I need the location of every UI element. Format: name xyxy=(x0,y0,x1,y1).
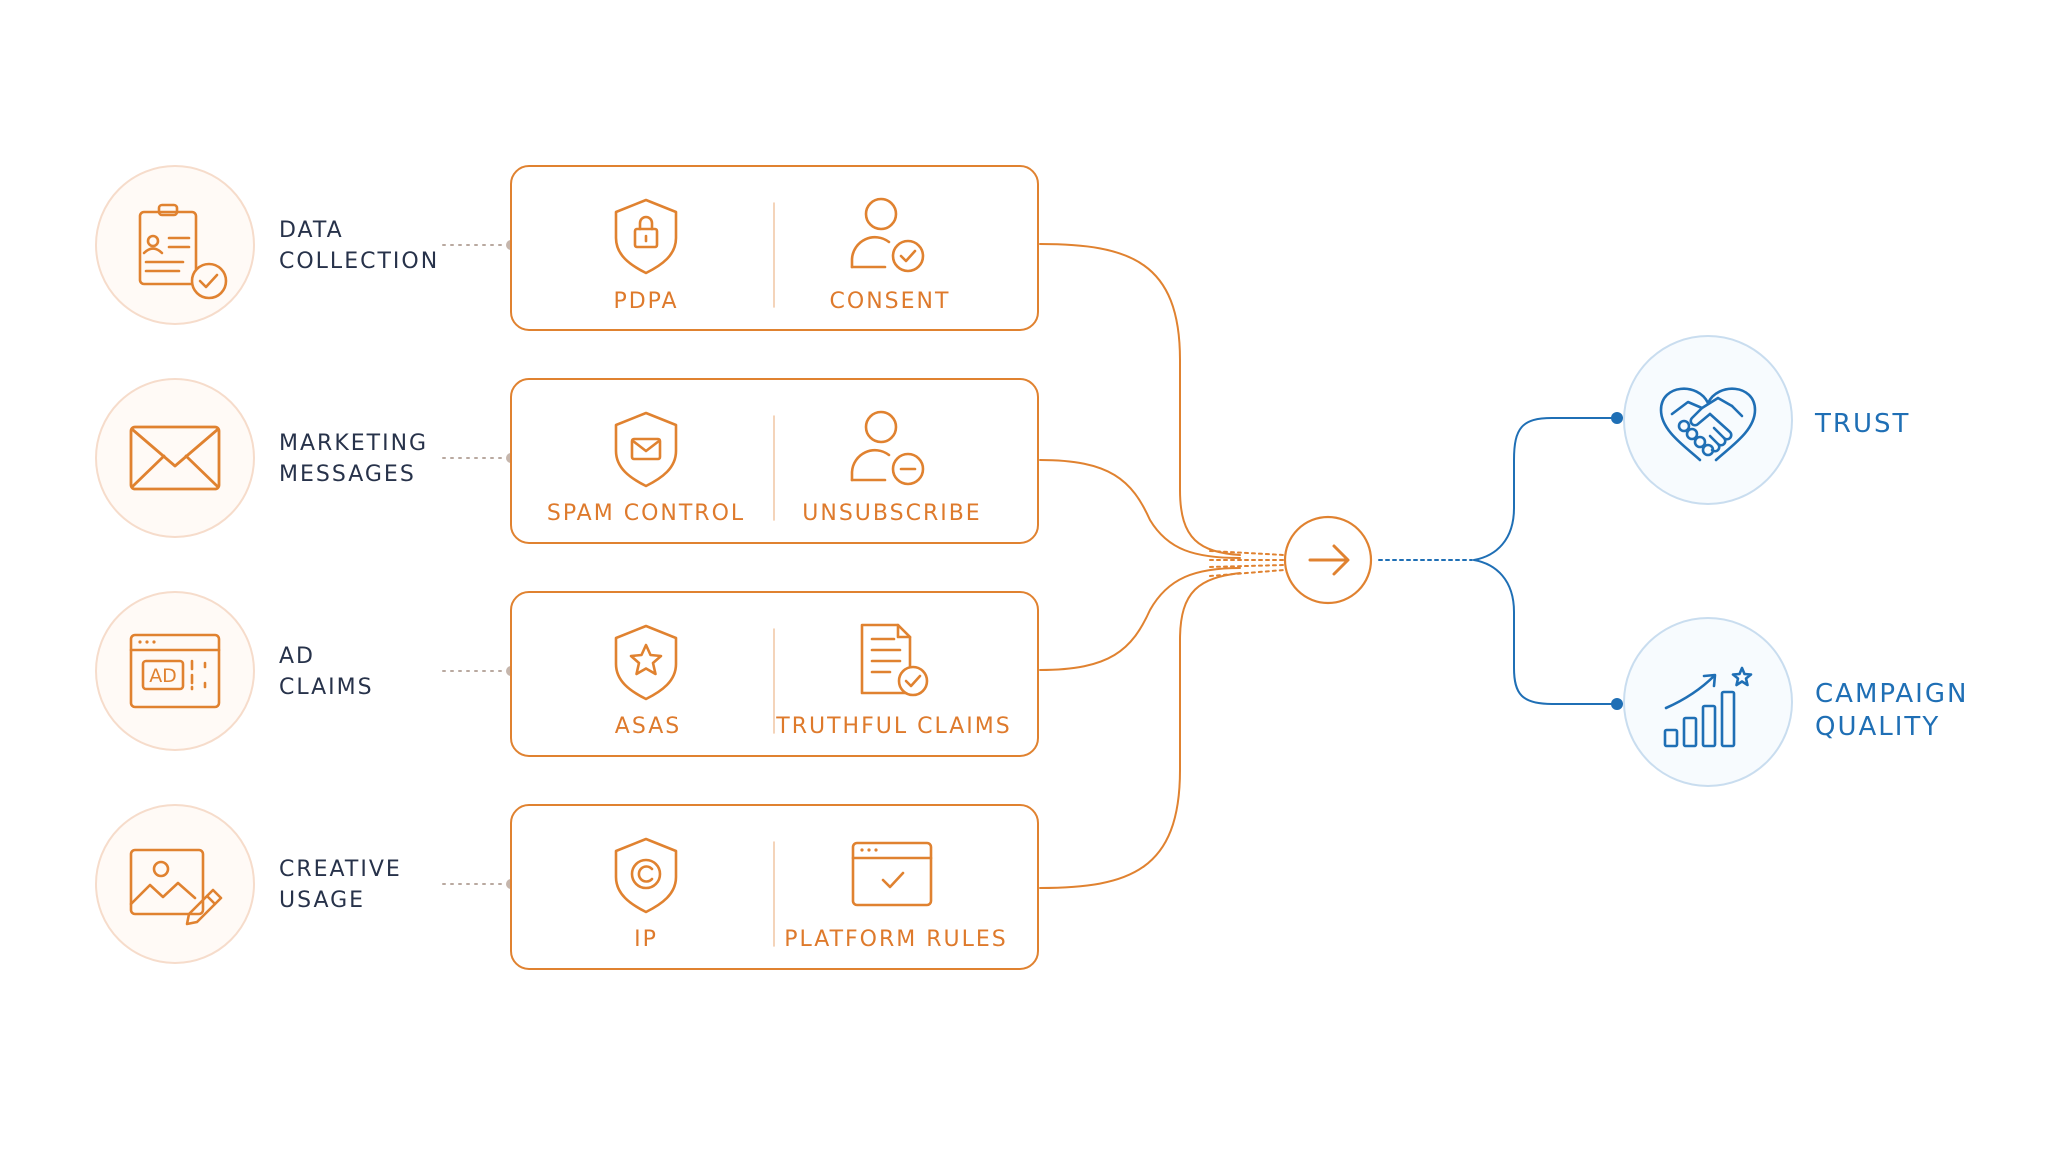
rule-label: ASAS xyxy=(615,714,681,739)
shield-copyright-icon xyxy=(614,837,678,914)
label-to-box-connectors xyxy=(442,244,506,885)
merge-curve xyxy=(1039,243,1241,556)
category-circle xyxy=(95,378,255,538)
branch-curve xyxy=(1473,559,1613,705)
outcome-label-line1: TRUST xyxy=(1814,409,1910,439)
branch-curve xyxy=(1473,417,1613,561)
shield-star-icon xyxy=(614,624,678,701)
category-label-line2: CLAIMS xyxy=(279,675,374,700)
clipboard-profile-check-icon xyxy=(138,203,228,300)
rule-label: SPAM CONTROL xyxy=(547,501,745,526)
rule-label: CONSENT xyxy=(830,289,951,314)
merge-dotted-line xyxy=(1209,569,1285,577)
outcome-label-line2: QUALITY xyxy=(1815,712,1940,742)
outcome-branches xyxy=(1473,417,1613,705)
shield-envelope-icon xyxy=(614,411,678,488)
outcome-label-line1: CAMPAIGN xyxy=(1815,679,1968,709)
browser-check-icon xyxy=(851,841,933,907)
arrow-right-icon xyxy=(1308,544,1350,576)
svg-text:AD: AD xyxy=(149,665,177,687)
outcome-circle xyxy=(1623,617,1793,787)
merge-curve xyxy=(1039,459,1241,559)
category-label-line2: MESSAGES xyxy=(279,462,416,487)
category-circle xyxy=(95,591,255,751)
merge-dotted-lines xyxy=(1209,550,1285,577)
heart-handshake-icon xyxy=(1659,387,1757,462)
merge-curve xyxy=(1039,572,1241,889)
category-label-line1: CREATIVE xyxy=(279,857,402,882)
category-label-line1: DATA xyxy=(279,218,344,243)
merge-dotted-line xyxy=(1209,564,1285,568)
category-circles xyxy=(95,165,255,964)
category-circle xyxy=(95,165,255,325)
rule-label: UNSUBSCRIBE xyxy=(802,501,981,526)
category-label-line1: MARKETING xyxy=(279,431,428,456)
growth-chart-star-icon xyxy=(1663,666,1753,748)
image-pencil-icon xyxy=(129,848,223,926)
outcome-labels: TRUST CAMPAIGN QUALITY xyxy=(1814,409,1968,742)
rule-label: TRUTHFUL CLAIMS xyxy=(775,714,1011,739)
user-check-icon xyxy=(850,197,925,273)
branch-dot xyxy=(1611,412,1623,424)
category-circle xyxy=(95,804,255,964)
merge-dotted-line xyxy=(1209,550,1285,556)
document-check-icon xyxy=(860,623,929,697)
category-labels: DATA COLLECTION MARKETING MESSAGES AD CL… xyxy=(279,218,439,913)
rule-label: IP xyxy=(634,927,658,952)
merge-curves xyxy=(1039,243,1241,889)
merge-curve xyxy=(1039,567,1241,671)
category-label-line2: COLLECTION xyxy=(279,249,439,274)
shield-lock-icon xyxy=(614,198,678,275)
rule-label: PDPA xyxy=(613,289,678,314)
category-label-line2: USAGE xyxy=(279,888,365,913)
outcome-circle xyxy=(1623,335,1793,505)
connector-end-dots xyxy=(506,240,516,889)
ad-browser-window-icon: AD xyxy=(129,633,221,709)
rule-label: PLATFORM RULES xyxy=(784,927,1008,952)
branch-end-dots xyxy=(1611,412,1623,710)
envelope-icon xyxy=(129,425,221,491)
hub-node xyxy=(1283,515,1373,605)
category-label-line1: AD xyxy=(279,644,315,669)
user-minus-icon xyxy=(850,410,925,486)
branch-dot xyxy=(1611,698,1623,710)
rule-box-labels: PDPA CONSENT SPAM CONTROL UNSUBSCRIBE AS… xyxy=(547,289,1011,952)
